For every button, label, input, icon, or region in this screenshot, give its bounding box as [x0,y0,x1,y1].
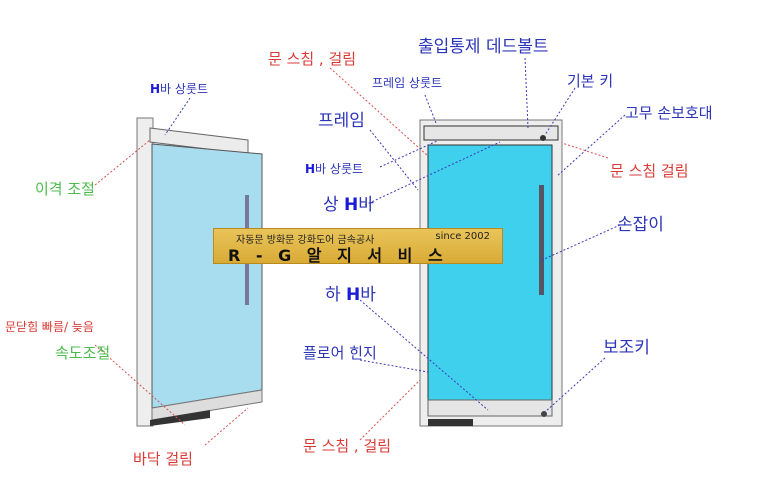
right-door [419,119,563,427]
label-close-speed: 문닫힘 빠름/ 늦음 [5,320,94,334]
label-rub-catch-bottom: 문 스침 , 걸림 [303,437,392,455]
label-pre: 상 [323,195,345,215]
label-frame: 프레임 [318,111,365,131]
leader-lines [94,57,626,446]
label-text: 바 상룻트 [315,162,364,176]
left-door [136,117,263,427]
sign-subtitle: 자동문 방화문 강화도어 금속공사 [236,235,375,246]
label-prefix: H [150,82,161,96]
label-prefix: H [346,285,361,305]
label-text: 바 상룻트 [160,82,209,96]
label-floor-catch: 바닥 걸림 [133,450,193,468]
sign-company-name: R - G 알 지 서 비 스 [228,246,448,265]
label-deadbolt: 출입통제 데드볼트 [418,37,549,57]
label-right-hbar-top-rail: H바 상룻트 [305,160,363,178]
label-pre: 하 [325,285,347,305]
label-lower-hbar: 하 H바 [325,286,376,304]
label-prefix: H [344,195,359,215]
label-handle: 손잡이 [617,215,664,235]
sign-since: since 2002 [435,231,490,242]
label-floor-hinge: 플로어 힌지 [303,344,377,362]
label-upper-hbar: 상 H바 [323,196,374,214]
label-prefix: H [305,162,316,176]
label-text: 바 [358,195,374,215]
label-speed-adjust: 속도조절 [55,344,111,362]
label-rub-catch-top: 문 스침 , 걸림 [268,50,357,68]
label-gap-adjust: 이격 조절 [35,180,95,198]
label-rub-catch-right: 문 스침 걸림 [610,162,689,180]
label-rubber-guard: 고무 손보호대 [625,104,713,122]
label-left-hbar-top-rail: H바 상룻트 [150,80,208,98]
label-frame-top-rail: 프레임 상룻트 [372,76,443,90]
label-text: 바 [360,285,376,305]
company-sign: 자동문 방화문 강화도어 금속공사 since 2002 R - G 알 지 서… [213,228,503,265]
label-basic-key: 기본 키 [567,72,614,90]
label-aux-key: 보조키 [603,338,650,358]
